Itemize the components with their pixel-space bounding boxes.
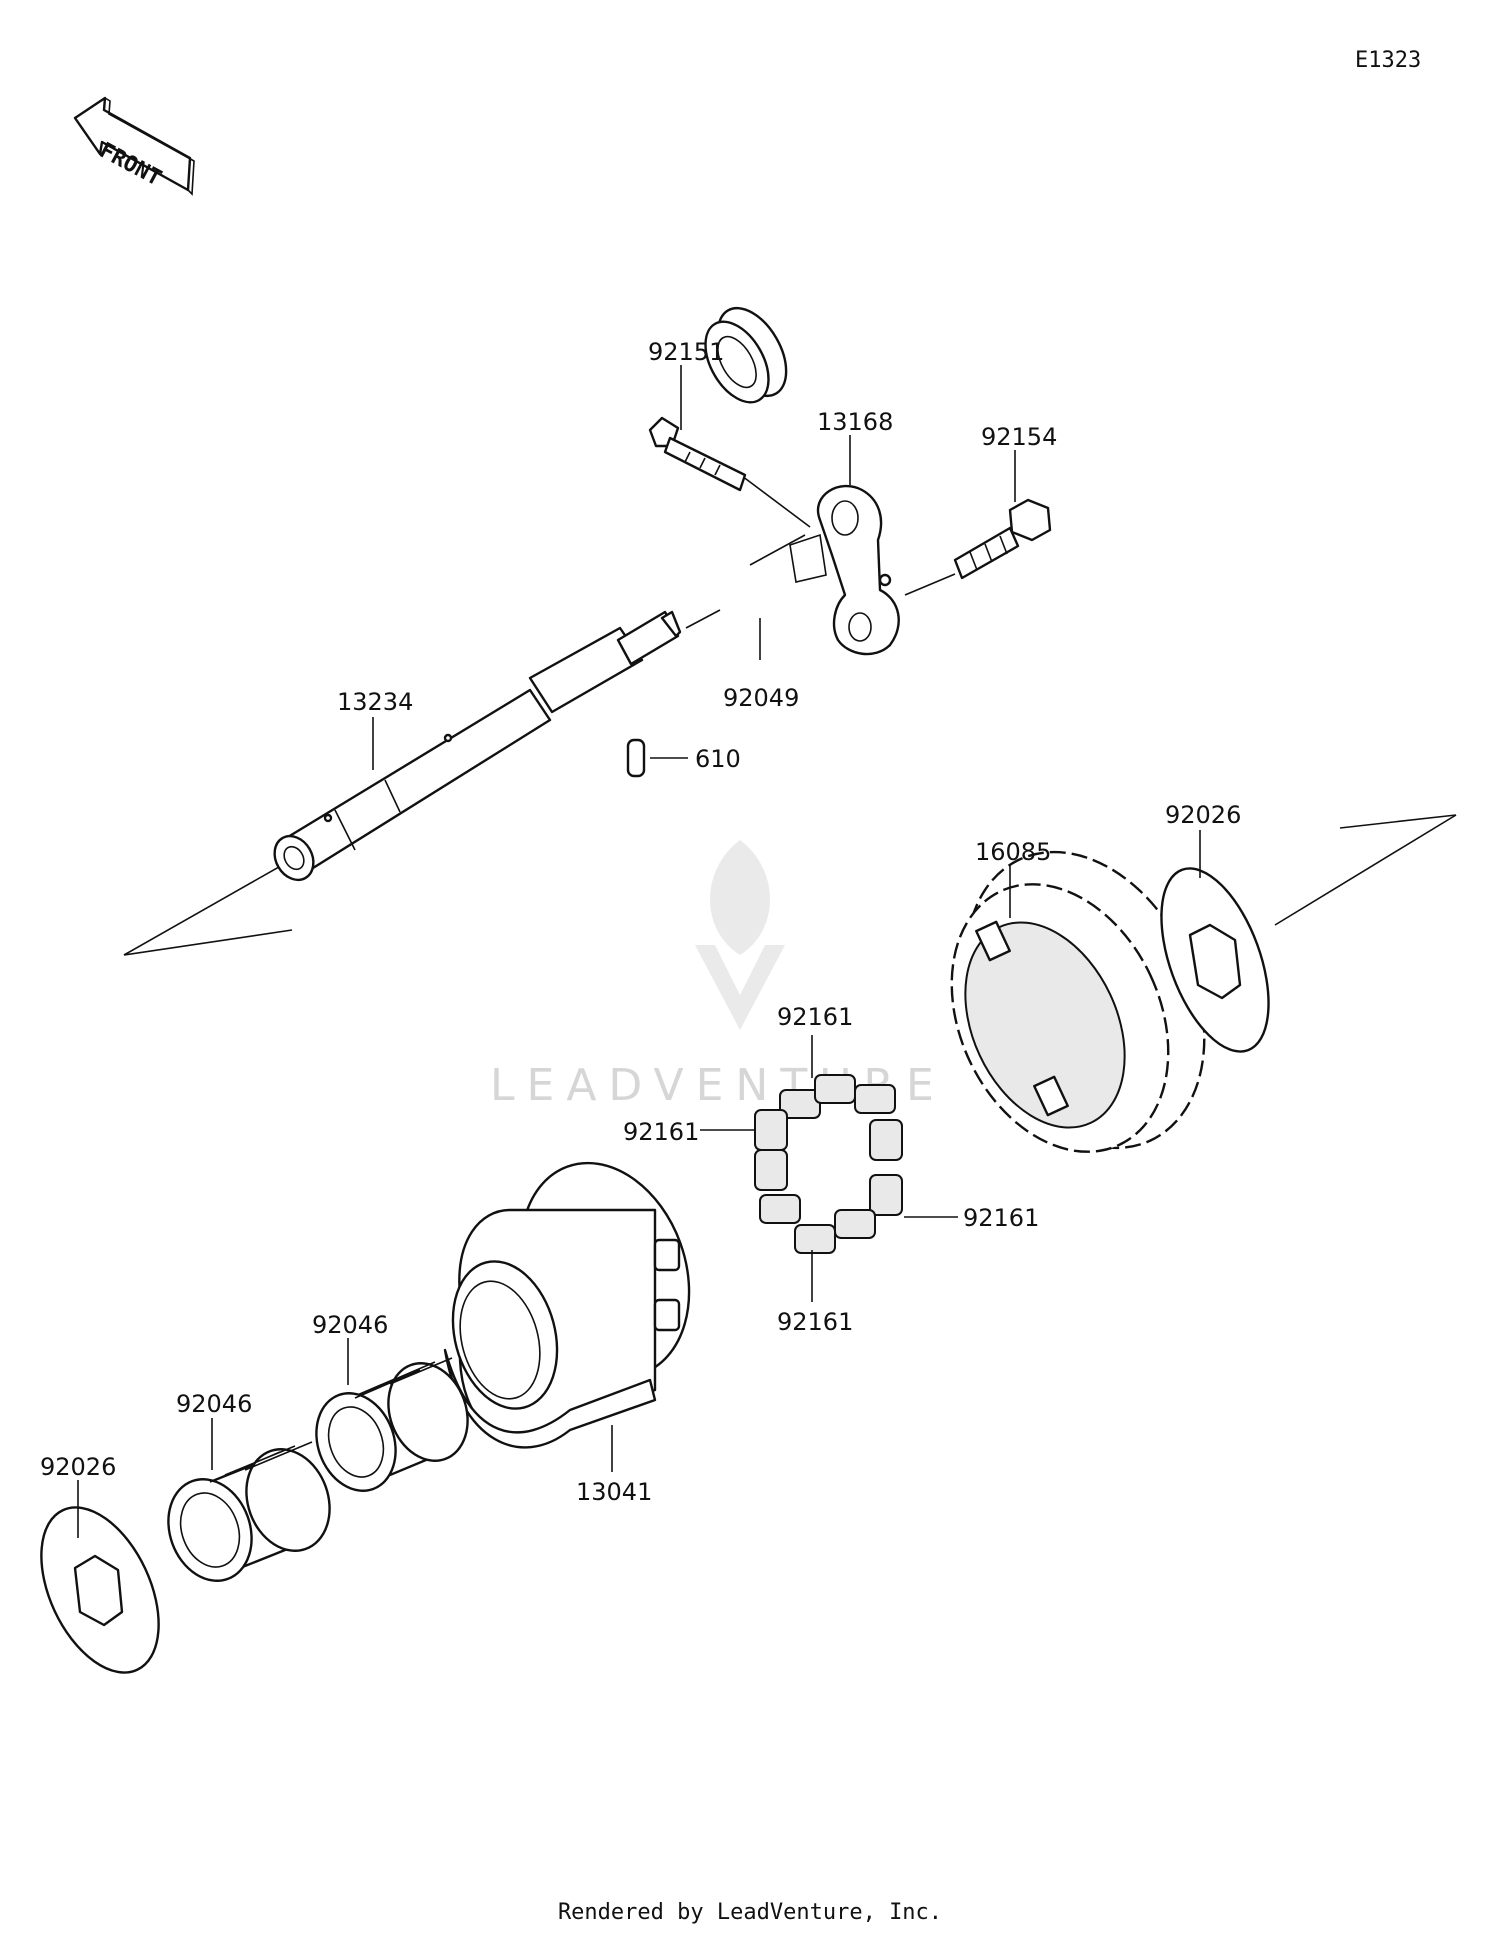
callout-92049: 92049: [723, 684, 799, 712]
callout-92046-upper: 92046: [312, 1311, 388, 1339]
washer-92026-top: [1160, 867, 1270, 1053]
callout-92154: 92154: [981, 423, 1057, 451]
callout-92151: 92151: [648, 338, 724, 366]
needle-bearing-92046-lower: [167, 1441, 331, 1582]
lever-13168: [789, 484, 900, 656]
damper-ring-92161: [754, 1074, 903, 1254]
shaft-13234: [273, 610, 682, 882]
pin-610: [626, 738, 646, 778]
leader-lines: [77, 365, 1201, 1538]
bearing-92049: [704, 306, 788, 404]
bolt-92154: [953, 498, 1052, 580]
callout-92161-top: 92161: [777, 1003, 853, 1031]
gear-16085: [950, 850, 1206, 1153]
callout-610: 610: [695, 745, 741, 773]
axis-lines: [123, 472, 1457, 956]
callout-92161-left: 92161: [623, 1118, 699, 1146]
callout-13234: 13234: [337, 688, 413, 716]
hub-13041: [443, 1161, 691, 1449]
bolt-92151: [648, 416, 747, 492]
callout-92026-bottom: 92026: [40, 1453, 116, 1481]
needle-bearing-92046-upper: [315, 1357, 469, 1492]
leadventure-watermark: LEADVENTURE: [490, 840, 934, 1111]
callout-13041: 13041: [576, 1478, 652, 1506]
callout-16085: 16085: [975, 838, 1051, 866]
callout-92161-right: 92161: [963, 1204, 1039, 1232]
washer-92026-bottom: [40, 1506, 160, 1674]
callout-labels: 92151 13168 92154 92049 13234 610 92026 …: [40, 338, 1241, 1506]
callout-92026-top: 92026: [1165, 801, 1241, 829]
footer-credit: Rendered by LeadVenture, Inc.: [557, 1900, 943, 1925]
callout-13168: 13168: [817, 408, 893, 436]
diagram-code: E1323: [1355, 48, 1422, 73]
callout-92046-lower: 92046: [176, 1390, 252, 1418]
front-arrow: FRONT: [73, 96, 195, 196]
callout-92161-bottom: 92161: [777, 1308, 853, 1336]
